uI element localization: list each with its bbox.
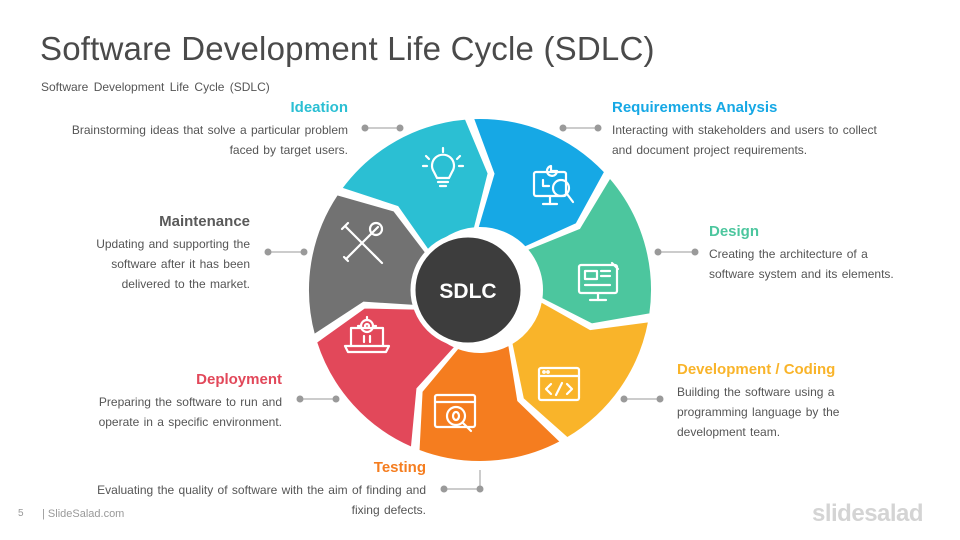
connector-dot	[654, 248, 662, 256]
connector-dot	[332, 395, 340, 403]
stage-description-line: Brainstorming ideas that solve a particu…	[71, 123, 348, 137]
stage-description-line: development team.	[677, 425, 781, 439]
cycle-segment-design	[525, 175, 653, 326]
stage-description-line: Preparing the software to run and	[98, 395, 282, 409]
connector-dot	[691, 248, 699, 256]
code-window-icon	[537, 366, 581, 402]
stage-description-line: and document project requirements.	[612, 143, 808, 157]
connector-dot	[594, 124, 602, 132]
stage-description-line: Evaluating the quality of software with …	[97, 483, 426, 497]
footer-source: | SlideSalad.com	[42, 508, 125, 520]
connector-dot	[396, 124, 404, 132]
analysis-icon	[532, 164, 575, 206]
design-monitor-icon	[577, 261, 620, 302]
cycle-segment-testing	[417, 343, 563, 463]
cycle-segment-requirements-analysis	[471, 117, 607, 249]
stage-description-line: software system and its elements.	[709, 267, 894, 281]
stage-description-line: Interacting with stakeholders and users …	[612, 123, 877, 137]
connector-dot	[264, 248, 272, 256]
page-number: 5	[18, 508, 24, 519]
stage-requirements-analysis: Requirements Analysis Interacting with s…	[612, 98, 932, 160]
stage-title: Maintenance	[159, 213, 250, 230]
laptop-gear-icon	[343, 315, 391, 354]
stage-description-line: operate in a specific environment.	[98, 415, 282, 429]
page-title: Software Development Life Cycle (SDLC)	[40, 30, 655, 67]
stage-description-line: faced by target users.	[229, 143, 348, 157]
stage-description-line: Updating and supporting the	[96, 237, 250, 251]
stage-title: Testing	[373, 459, 426, 476]
cycle-segment-development-coding	[510, 299, 651, 440]
stage-title: Deployment	[196, 371, 282, 388]
connector-dot	[620, 395, 628, 403]
connector-dot	[476, 485, 484, 493]
stage-description-line: Building the software using a	[677, 385, 835, 399]
lightbulb-icon	[421, 146, 465, 188]
sdlc-center-circle	[410, 232, 526, 348]
stage-testing: Testing Evaluating the quality of softwa…	[40, 458, 426, 520]
connector-line	[444, 470, 481, 490]
stage-description-line: fixing defects.	[351, 503, 426, 517]
page-subtitle: Software Development Life Cycle (SDLC)	[41, 80, 270, 94]
connector-dot	[656, 395, 664, 403]
connector-dot	[440, 485, 448, 493]
stage-title: Design	[709, 223, 760, 240]
connector-dot	[300, 248, 308, 256]
connector-dot	[559, 124, 567, 132]
connector-dot	[361, 124, 369, 132]
stage-ideation: Ideation Brainstorming ideas that solve …	[40, 98, 348, 160]
stage-description-line: delivered to the market.	[121, 277, 250, 291]
center-label: SDLC	[439, 280, 496, 303]
bug-search-icon	[433, 393, 477, 433]
tools-icon	[340, 221, 384, 265]
stage-description-line: software after it has been	[111, 257, 250, 271]
stage-title: Development / Coding	[677, 361, 836, 378]
stage-development-coding: Development / Coding Building the softwa…	[677, 360, 927, 442]
connector-dot	[296, 395, 304, 403]
stage-title: Ideation	[290, 99, 348, 116]
stage-deployment: Deployment Preparing the software to run…	[40, 370, 282, 432]
stage-design: Design Creating the architecture of a so…	[709, 222, 949, 284]
brand-logo: slidesalad	[812, 500, 924, 527]
stage-description-line: Creating the architecture of a	[709, 247, 868, 261]
stage-title: Requirements Analysis	[612, 99, 778, 116]
stage-maintenance: Maintenance Updating and supporting the …	[40, 212, 250, 294]
stage-description-line: programming language by the	[677, 405, 840, 419]
